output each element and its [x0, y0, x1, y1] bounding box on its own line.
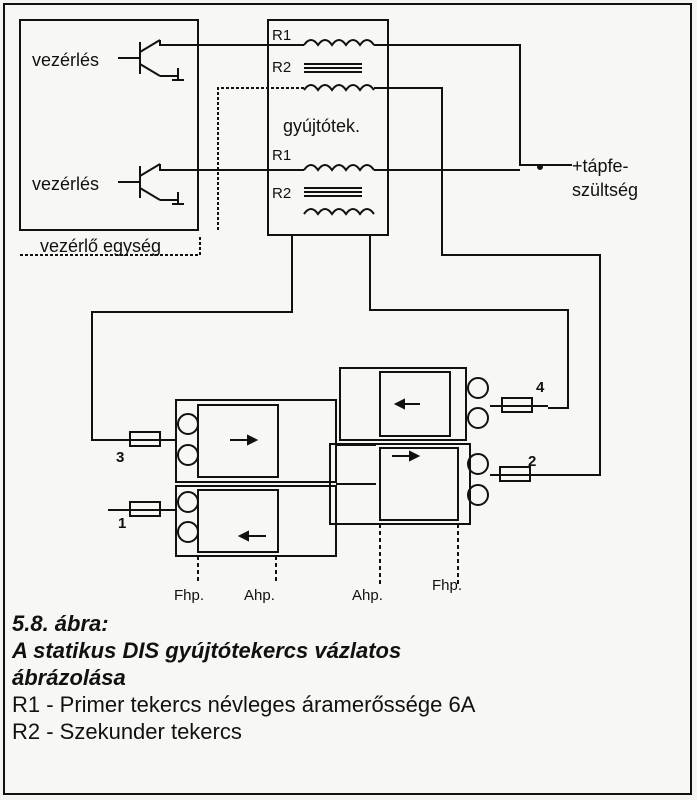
ht-wire-cyl1: [20, 235, 201, 256]
label-fhp-right: Fhp.: [432, 577, 462, 594]
label-cyl-3: 3: [116, 449, 124, 466]
label-control-unit: vezérlő egység: [40, 236, 161, 256]
control-unit-box: [19, 19, 199, 231]
wire-top-primary: [159, 40, 304, 46]
spark-plug-3: [108, 431, 176, 447]
ignition-coil-box: [267, 19, 389, 236]
label-ahp-left: Ahp.: [244, 587, 275, 604]
label-cyl-2: 2: [528, 453, 536, 470]
spark-plug-2: [490, 466, 542, 482]
coil-2-primary: [303, 164, 375, 172]
coil-2-secondary: [303, 208, 375, 216]
label-coils: gyújtótek.: [283, 116, 360, 136]
label-r1-bottom: R1: [272, 147, 291, 164]
caption-title-line-2: ábrázolása: [12, 665, 126, 690]
label-supply-1: +tápfe-: [572, 156, 629, 176]
label-cyl-4: 4: [536, 379, 545, 396]
ht-wire-cyl2: [374, 87, 601, 476]
label-control-top: vezérlés: [32, 50, 99, 70]
label-r2-bottom: R2: [272, 185, 291, 202]
label-fhp-left: Fhp.: [174, 587, 204, 604]
label-ahp-right: Ahp.: [352, 587, 383, 604]
ht-wire-cyl4: [369, 235, 569, 409]
label-r2-top: R2: [272, 59, 291, 76]
transistor-top: [118, 39, 184, 81]
spark-plug-1: [108, 501, 176, 517]
spark-plug-4: [490, 397, 548, 413]
caption-title-line-1: A statikus DIS gyújtótekercs vázlatos: [12, 638, 402, 663]
coil-1-primary: [303, 39, 375, 47]
figure-frame: [3, 3, 692, 795]
label-cyl-1: 1: [118, 515, 126, 532]
caption-r2-description: R2 - Szekunder tekercs: [12, 719, 242, 744]
supply-bus: [374, 44, 572, 166]
label-control-bottom: vezérlés: [32, 174, 99, 194]
coil-1-secondary: [303, 84, 375, 92]
figure-caption: 5.8. ábra: A statikus DIS gyújtótekercs …: [12, 610, 682, 745]
ht-wire-coil1-left: [217, 87, 304, 230]
caption-figure-number: 5.8. ábra:: [12, 611, 109, 636]
transistor-bottom: [118, 163, 184, 205]
label-supply-2: szültség: [572, 180, 638, 200]
engine-block: [175, 367, 489, 557]
caption-r1-description: R1 - Primer tekercs névleges áramerősség…: [12, 692, 476, 717]
label-r1-top: R1: [272, 27, 291, 44]
ht-wire-cyl3: [91, 235, 293, 441]
wire-bottom-primary: [159, 164, 304, 171]
